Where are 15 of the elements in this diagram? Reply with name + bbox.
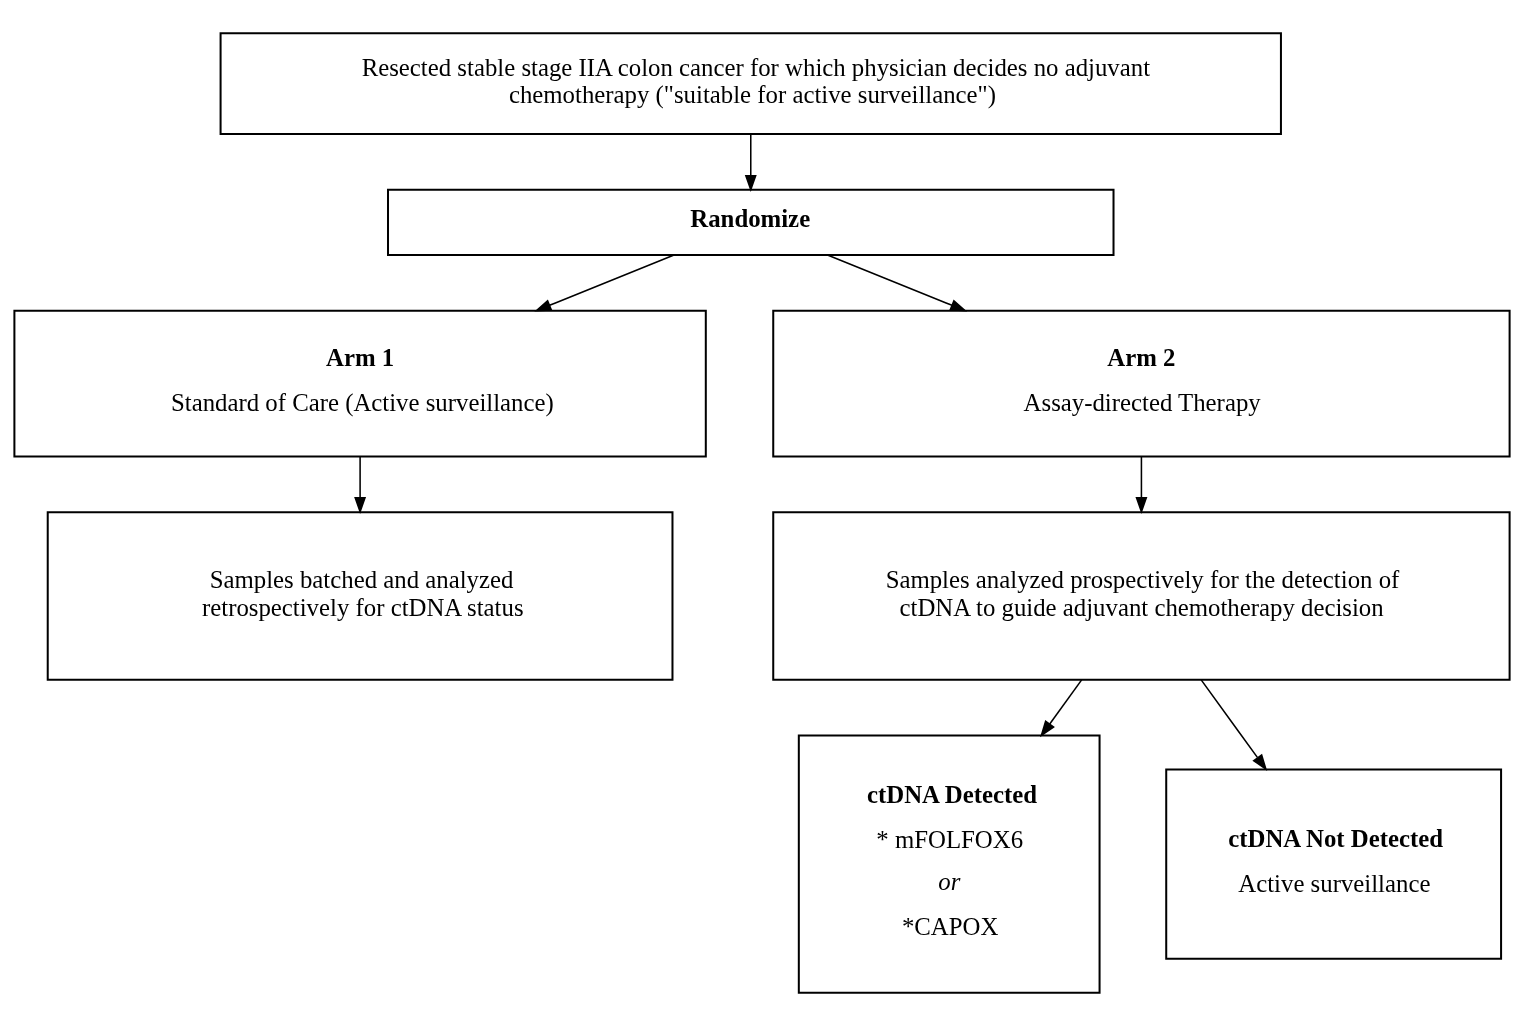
node-box: Resected stable stage IIA colon cancer for which physician decides no adjuvant chemotherapy ("suitable for active surveillance") [219,31,1282,135]
node-box: Randomize [387,188,1115,256]
arrow [1040,678,1083,737]
node-box: Samples batched and analyzed retrospectively for ctDNA status [46,510,674,681]
arrow [826,253,968,311]
node-box: Arm 1 Standard of Care (Active surveillance) [13,309,707,457]
node-box: Arm 2 Assay-directed Therapy [772,309,1511,457]
node-box: Samples analyzed prospectively for the detection of ctDNA to guide adjuvant chemotherapy decision [772,510,1511,681]
arrow [354,455,367,514]
arrow [534,253,675,311]
node-box: ctDNA Not Detected Active surveillance [1165,768,1503,960]
arrow [744,132,757,192]
node-box: ctDNA Detected * mFOLFOX6 or *CAPOX [797,733,1101,994]
arrow [1135,455,1148,514]
arrow [1200,678,1268,771]
